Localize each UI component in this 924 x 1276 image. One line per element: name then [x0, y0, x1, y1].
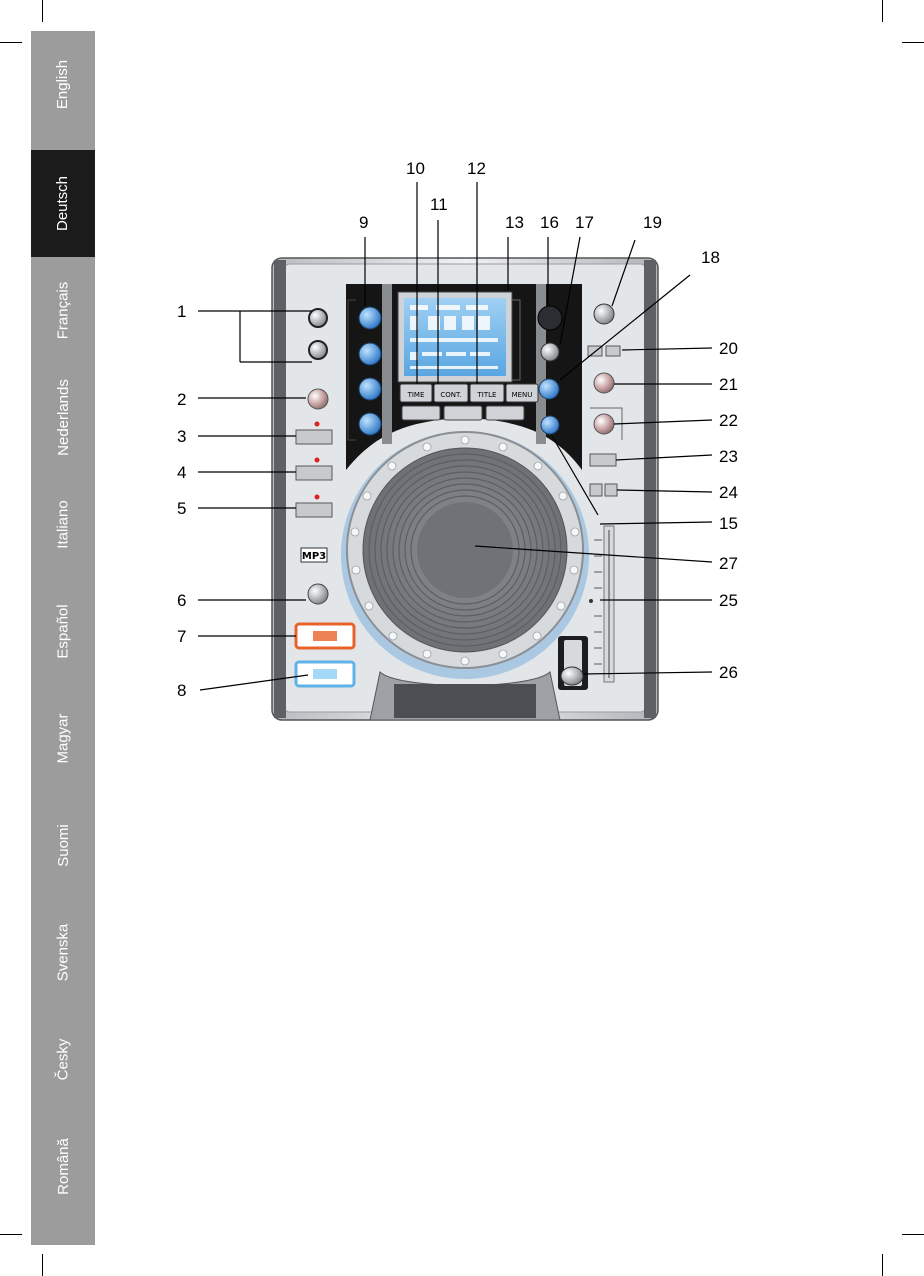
- callout-27: 27: [719, 555, 738, 572]
- exit-button: [541, 416, 559, 434]
- mp3-logo-text: MP3: [302, 551, 326, 562]
- bpm-button: [541, 343, 559, 361]
- callout-5: 5: [177, 500, 186, 517]
- callout-17: 17: [575, 214, 594, 231]
- led: [315, 458, 320, 463]
- brake-knob: [309, 341, 327, 359]
- callout-8: 8: [177, 682, 186, 699]
- single-button: [594, 373, 614, 393]
- reloop-button: [296, 466, 332, 480]
- loop-button: [296, 430, 332, 444]
- reverse-button: [308, 389, 328, 409]
- left-grill: [382, 284, 392, 444]
- search-forward-button: [606, 346, 620, 356]
- sub-button: [486, 406, 524, 420]
- callout-18: 18: [701, 249, 720, 266]
- start-knob: [309, 309, 327, 327]
- callout-20: 20: [719, 340, 738, 357]
- range-button: [590, 454, 616, 466]
- callout-26: 26: [719, 664, 738, 681]
- callout-25: 25: [719, 592, 738, 609]
- menu-button-label: MENU: [512, 391, 533, 399]
- callout-4: 4: [177, 464, 186, 481]
- pitch-button: [594, 414, 614, 434]
- pitch-bend-minus: [590, 484, 602, 496]
- jog-wheel-center: [417, 502, 513, 598]
- callout-9: 9: [359, 214, 368, 231]
- time-button-label: TIME: [407, 391, 425, 399]
- callout-12: 12: [467, 160, 486, 177]
- callout-6: 6: [177, 592, 186, 609]
- callout-19: 19: [643, 214, 662, 231]
- sub-button: [402, 406, 440, 420]
- callout-2: 2: [177, 391, 186, 408]
- center-indicator: [589, 599, 593, 603]
- callout-16: 16: [540, 214, 559, 231]
- right-rail: [644, 260, 656, 718]
- sub-button: [444, 406, 482, 420]
- callout-13: 13: [505, 214, 524, 231]
- callout-23: 23: [719, 448, 738, 465]
- callout-15: 15: [719, 515, 738, 532]
- cont-button-label: CONT.: [440, 391, 461, 399]
- base-slot: [394, 684, 536, 718]
- callout-21: 21: [719, 376, 738, 393]
- callout-22: 22: [719, 412, 738, 429]
- callout-11: 11: [430, 196, 448, 213]
- pitch-slider-knob: [561, 667, 583, 685]
- text-tap-button: [539, 379, 559, 399]
- callout-24: 24: [719, 484, 738, 501]
- callout-10: 10: [406, 160, 425, 177]
- pitch-bend-plus: [605, 484, 617, 496]
- pitch-knob: [538, 306, 562, 330]
- callout-3: 3: [177, 428, 186, 445]
- callout-1: 1: [177, 303, 186, 320]
- title-button-label: TITLE: [477, 391, 497, 399]
- out-button: [296, 503, 332, 517]
- eject-button: [594, 304, 614, 324]
- led: [315, 422, 320, 427]
- left-rail: [274, 260, 286, 718]
- callout-7: 7: [177, 628, 186, 645]
- led: [315, 495, 320, 500]
- skip-button: [308, 584, 328, 604]
